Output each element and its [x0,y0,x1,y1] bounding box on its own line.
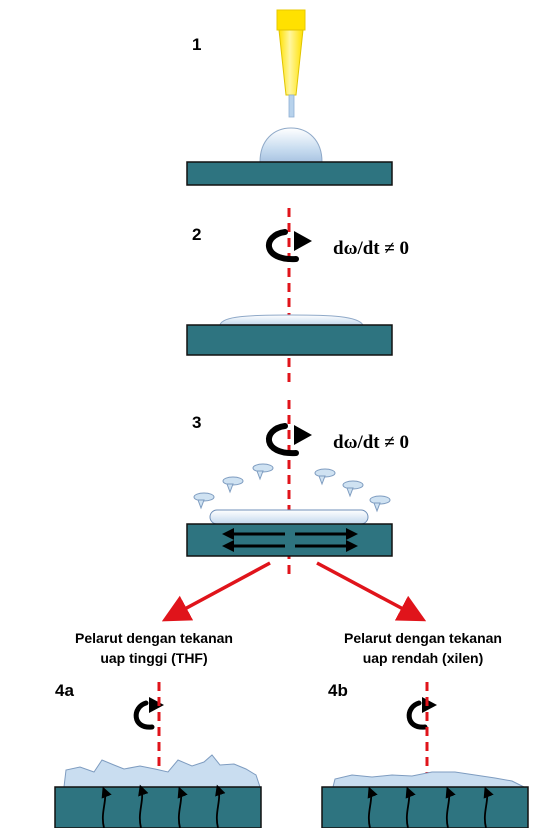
step-2-label: 2 [192,225,201,244]
droplet-icon [222,476,244,494]
step-3: 3 dω/dt ≠ 0 [186,400,409,578]
substrate-4b [321,786,529,828]
droplet-icon [193,492,215,510]
angular-acceleration-formula: dω/dt ≠ 0 [333,238,409,259]
step-1: 1 [186,9,393,186]
caption-4b-line1: Pelarut dengan tekanan [344,630,502,646]
smooth-film-xilen [332,771,525,788]
spread-film [219,314,364,326]
substrate-2 [186,324,393,356]
branch-arrow-left [161,561,271,622]
step-4b-label: 4b [328,681,348,700]
ejected-droplets [193,463,391,513]
rough-film-thf [63,754,261,788]
substrate-4a [54,786,262,828]
branch-arrow-right [316,561,427,622]
substrate-1 [186,161,393,186]
thinning-film [209,509,369,525]
substrate-3 [186,523,393,557]
step-4a-label: 4a [55,681,74,700]
caption-4b-line2: uap rendah (xilen) [363,650,484,666]
droplet-icon [342,480,364,498]
droplet-icon [252,463,274,481]
droplet-icon [369,495,391,513]
step-3-label: 3 [192,413,201,432]
step-2: 2 dω/dt ≠ 0 [186,208,409,382]
droplet-icon [314,468,336,486]
rotation-arrow-icon [266,229,312,263]
rotation-arrow-icon [133,697,164,730]
outflow-arrows [222,528,358,552]
angular-acceleration-formula: dω/dt ≠ 0 [333,432,409,453]
rotation-arrow-icon [406,697,437,730]
caption-4a-line2: uap tinggi (THF) [100,650,207,666]
step-1-label: 1 [192,35,201,54]
evaporation-arrows [367,786,494,828]
rotation-arrow-icon [266,423,312,457]
evaporation-arrows [101,784,226,828]
caption-4a-line1: Pelarut dengan tekanan [75,630,233,646]
step-4a: Pelarut dengan tekanan uap tinggi (THF) … [54,630,262,828]
solution-drop [259,127,323,163]
step-4b: Pelarut dengan tekanan uap rendah (xilen… [321,630,529,828]
pipette-icon [276,9,306,118]
